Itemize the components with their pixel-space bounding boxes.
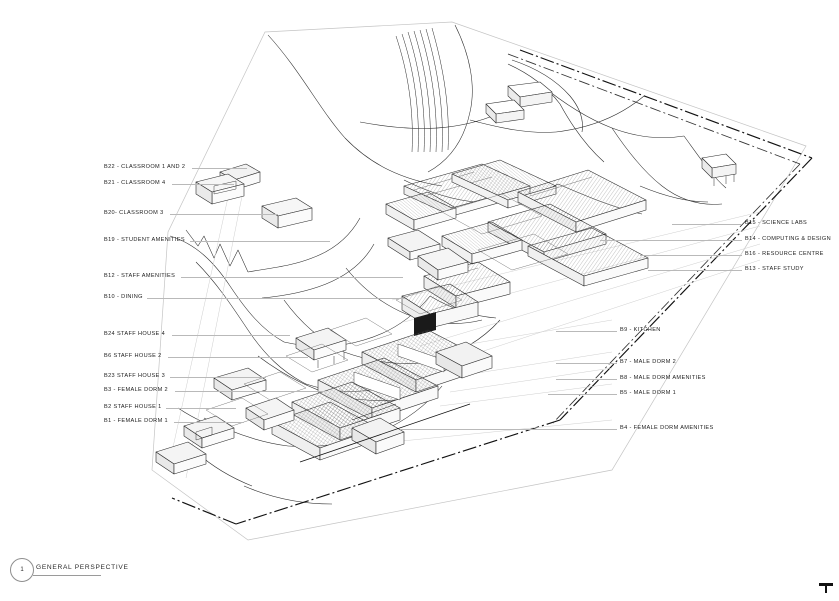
building-label: B5 - MALE DORM 1 — [620, 390, 677, 396]
building-staff-house-outlier — [155, 441, 207, 475]
site-boundary-outline — [151, 21, 807, 541]
title-underline — [33, 575, 101, 576]
label-leader-line — [147, 298, 405, 299]
building-b24-staff-house-4 — [295, 327, 347, 368]
building-label: B1 - FEMALE DORM 1 — [104, 418, 168, 424]
property-boundary-line — [171, 49, 813, 525]
label-leader-line — [181, 277, 403, 278]
building-b20-classroom-3 — [261, 197, 313, 229]
building-label: B21 - CLASSROOM 4 — [104, 180, 166, 186]
building-b8-male-dorm-amenities — [435, 341, 493, 379]
road-network — [177, 59, 645, 505]
label-leader-line — [548, 394, 617, 395]
steep-contour-band — [395, 27, 449, 153]
outbuilding-cluster-north — [485, 81, 737, 186]
building-label: B23 STAFF HOUSE 3 — [104, 373, 166, 379]
label-leader-line — [556, 379, 617, 380]
label-leader-line — [400, 429, 617, 430]
building-label: B22 - CLASSROOM 1 AND 2 — [104, 164, 186, 170]
building-b21-classroom-4 — [195, 173, 245, 205]
label-leader-line — [175, 391, 325, 392]
corner-crop-mark — [819, 583, 833, 593]
building-label: B16 - RESOURCE CENTRE — [745, 251, 824, 257]
building-label: B12 - STAFF AMENITIES — [104, 273, 176, 279]
label-leader-line — [172, 335, 290, 336]
label-leader-line — [170, 377, 266, 378]
building-label: B14 - COMPUTING & DESIGN — [745, 236, 832, 242]
label-leader-line — [170, 214, 278, 215]
building-b9-kitchen — [401, 283, 479, 336]
building-dining-annex — [417, 247, 469, 281]
label-leader-line — [174, 422, 244, 423]
label-leader-line — [168, 357, 308, 358]
building-b2-staff-house-1 — [183, 415, 235, 449]
building-b19-student-amenities — [385, 191, 457, 231]
building-b16-resource-centre — [527, 227, 649, 287]
label-leader-line — [190, 241, 330, 242]
drawing-title: GENERAL PERSPECTIVE — [36, 564, 129, 571]
building-label: B19 - STUDENT AMENITIES — [104, 237, 185, 243]
label-leader-line — [192, 168, 247, 169]
building-label: B13 - STAFF STUDY — [745, 266, 804, 272]
building-label: B9 - KITCHEN — [620, 327, 661, 333]
building-b13-staff-study — [441, 221, 523, 265]
building-label: B10 - DINING — [104, 294, 143, 300]
building-label: B2 STAFF HOUSE 1 — [104, 404, 162, 410]
building-label: B20- CLASSROOM 3 — [104, 210, 164, 216]
label-leader-line — [556, 331, 617, 332]
courtyard-platforms — [205, 193, 569, 427]
label-leader-line — [648, 270, 742, 271]
building-label: B8 - MALE DORM AMENITIES — [620, 375, 706, 381]
building-label: B6 STAFF HOUSE 2 — [104, 353, 162, 359]
property-boundary-line-secondary — [507, 53, 801, 425]
building-b6-staff-house-2 — [213, 367, 267, 401]
label-leader-line — [166, 408, 236, 409]
building-label: B7 - MALE DORM 2 — [620, 359, 677, 365]
label-leader-line — [640, 255, 742, 256]
building-b4-female-dorm-amenities — [351, 417, 405, 455]
building-label: B24 STAFF HOUSE 4 — [104, 331, 166, 337]
building-label: B3 - FEMALE DORM 2 — [104, 387, 168, 393]
dorm-row-ground-edge — [299, 403, 471, 463]
label-leader-line — [172, 184, 234, 185]
label-leader-line — [672, 224, 742, 225]
building-label: B15 - SCIENCE LABS — [745, 220, 808, 226]
label-leader-line — [600, 240, 742, 241]
drawing-number: 1 — [20, 567, 24, 573]
label-leader-line — [556, 363, 617, 364]
building-label: B4 - FEMALE DORM AMENITIES — [620, 425, 714, 431]
building-b23-staff-house-3 — [245, 397, 295, 431]
drawing-number-bubble: 1 — [10, 558, 34, 582]
